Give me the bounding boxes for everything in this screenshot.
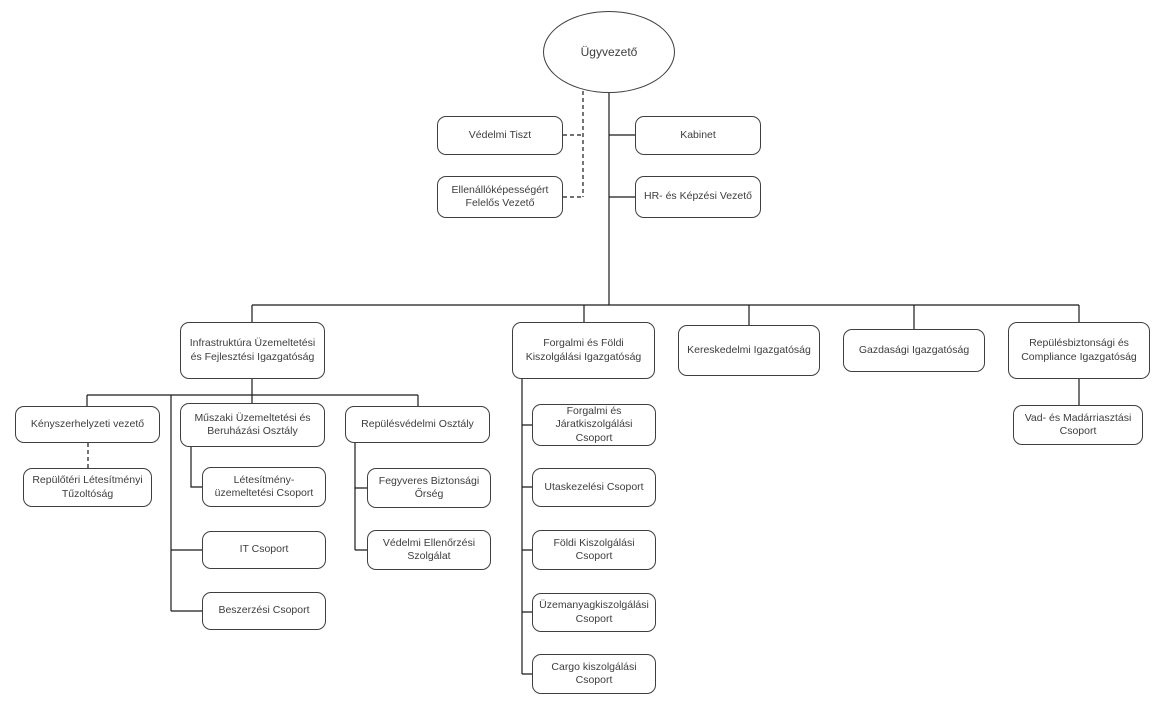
node-hr-es-kepzesi-vezeto: HR- és Képzési Vezető: [635, 176, 761, 218]
node-infrastruktura-igazgatosag: Infrastruktúra Üzemeltetési és Fejleszté…: [180, 322, 325, 379]
node-utaskezelesi-csoport: Utaskezelési Csoport: [532, 468, 656, 507]
node-muszaki-osztaly: Műszaki Üzemeltetési és Beruházási Osztá…: [180, 403, 325, 447]
solid-connectors: [86, 93, 1080, 675]
node-forgalmi-es-foldi-igazgatosag: Forgalmi és Földi Kiszolgálási Igazgatós…: [512, 322, 655, 379]
node-kereskedelmi-igazgatosag: Kereskedelmi Igazgatóság: [678, 325, 820, 376]
node-vedelmi-tiszt: Védelmi Tiszt: [437, 116, 563, 155]
node-foldi-kiszolgalasi-csoport: Földi Kiszolgálási Csoport: [532, 530, 656, 570]
node-repulesbiztonsagi-igazgatosag: Repülésbiztonsági és Compliance Igazgató…: [1008, 322, 1150, 379]
node-fegyveres-biztonsagi-orseg: Fegyveres Biztonsági Őrség: [367, 468, 491, 508]
node-gazdasagi-igazgatosag: Gazdasági Igazgatóság: [843, 329, 985, 372]
dashed-connectors: [87, 91, 584, 468]
node-uzemanyagkiszolgalasi-csoport: Üzemanyagkiszolgálási Csoport: [532, 593, 656, 632]
node-forgalmi-jaratkiszolgalasi-csoport: Forgalmi és Járatkiszolgálási Csoport: [532, 404, 656, 446]
node-cargo-kiszolgalasi-csoport: Cargo kiszolgálási Csoport: [532, 654, 656, 694]
node-kabinet: Kabinet: [635, 116, 761, 155]
node-beszerzesi-csoport: Beszerzési Csoport: [202, 592, 326, 630]
node-letesitmeny-uzemeltetesi-csoport: Létesítmény-üzemeltetési Csoport: [202, 467, 326, 507]
node-vedelmi-ellenorzesi-szolgalat: Védelmi Ellenőrzési Szolgálat: [367, 530, 491, 570]
node-ellenallokepessegert-felelos-vezeto: Ellenállóképességért Felelős Vezető: [437, 176, 563, 218]
node-it-csoport: IT Csoport: [202, 531, 326, 569]
node-ugyvezeto: Ügyvezető: [543, 11, 675, 93]
node-vad-es-madarriasztasi-csoport: Vad- és Madárriasztási Csoport: [1013, 405, 1143, 445]
node-repuloteri-tuzoltosag: Repülőtéri Létesítményi Tűzoltóság: [23, 468, 152, 507]
node-kenyszerhelyzeti-vezeto: Kényszerhelyzeti vezető: [15, 406, 160, 443]
node-repulesvedelmi-osztaly: Repülésvédelmi Osztály: [345, 406, 490, 443]
